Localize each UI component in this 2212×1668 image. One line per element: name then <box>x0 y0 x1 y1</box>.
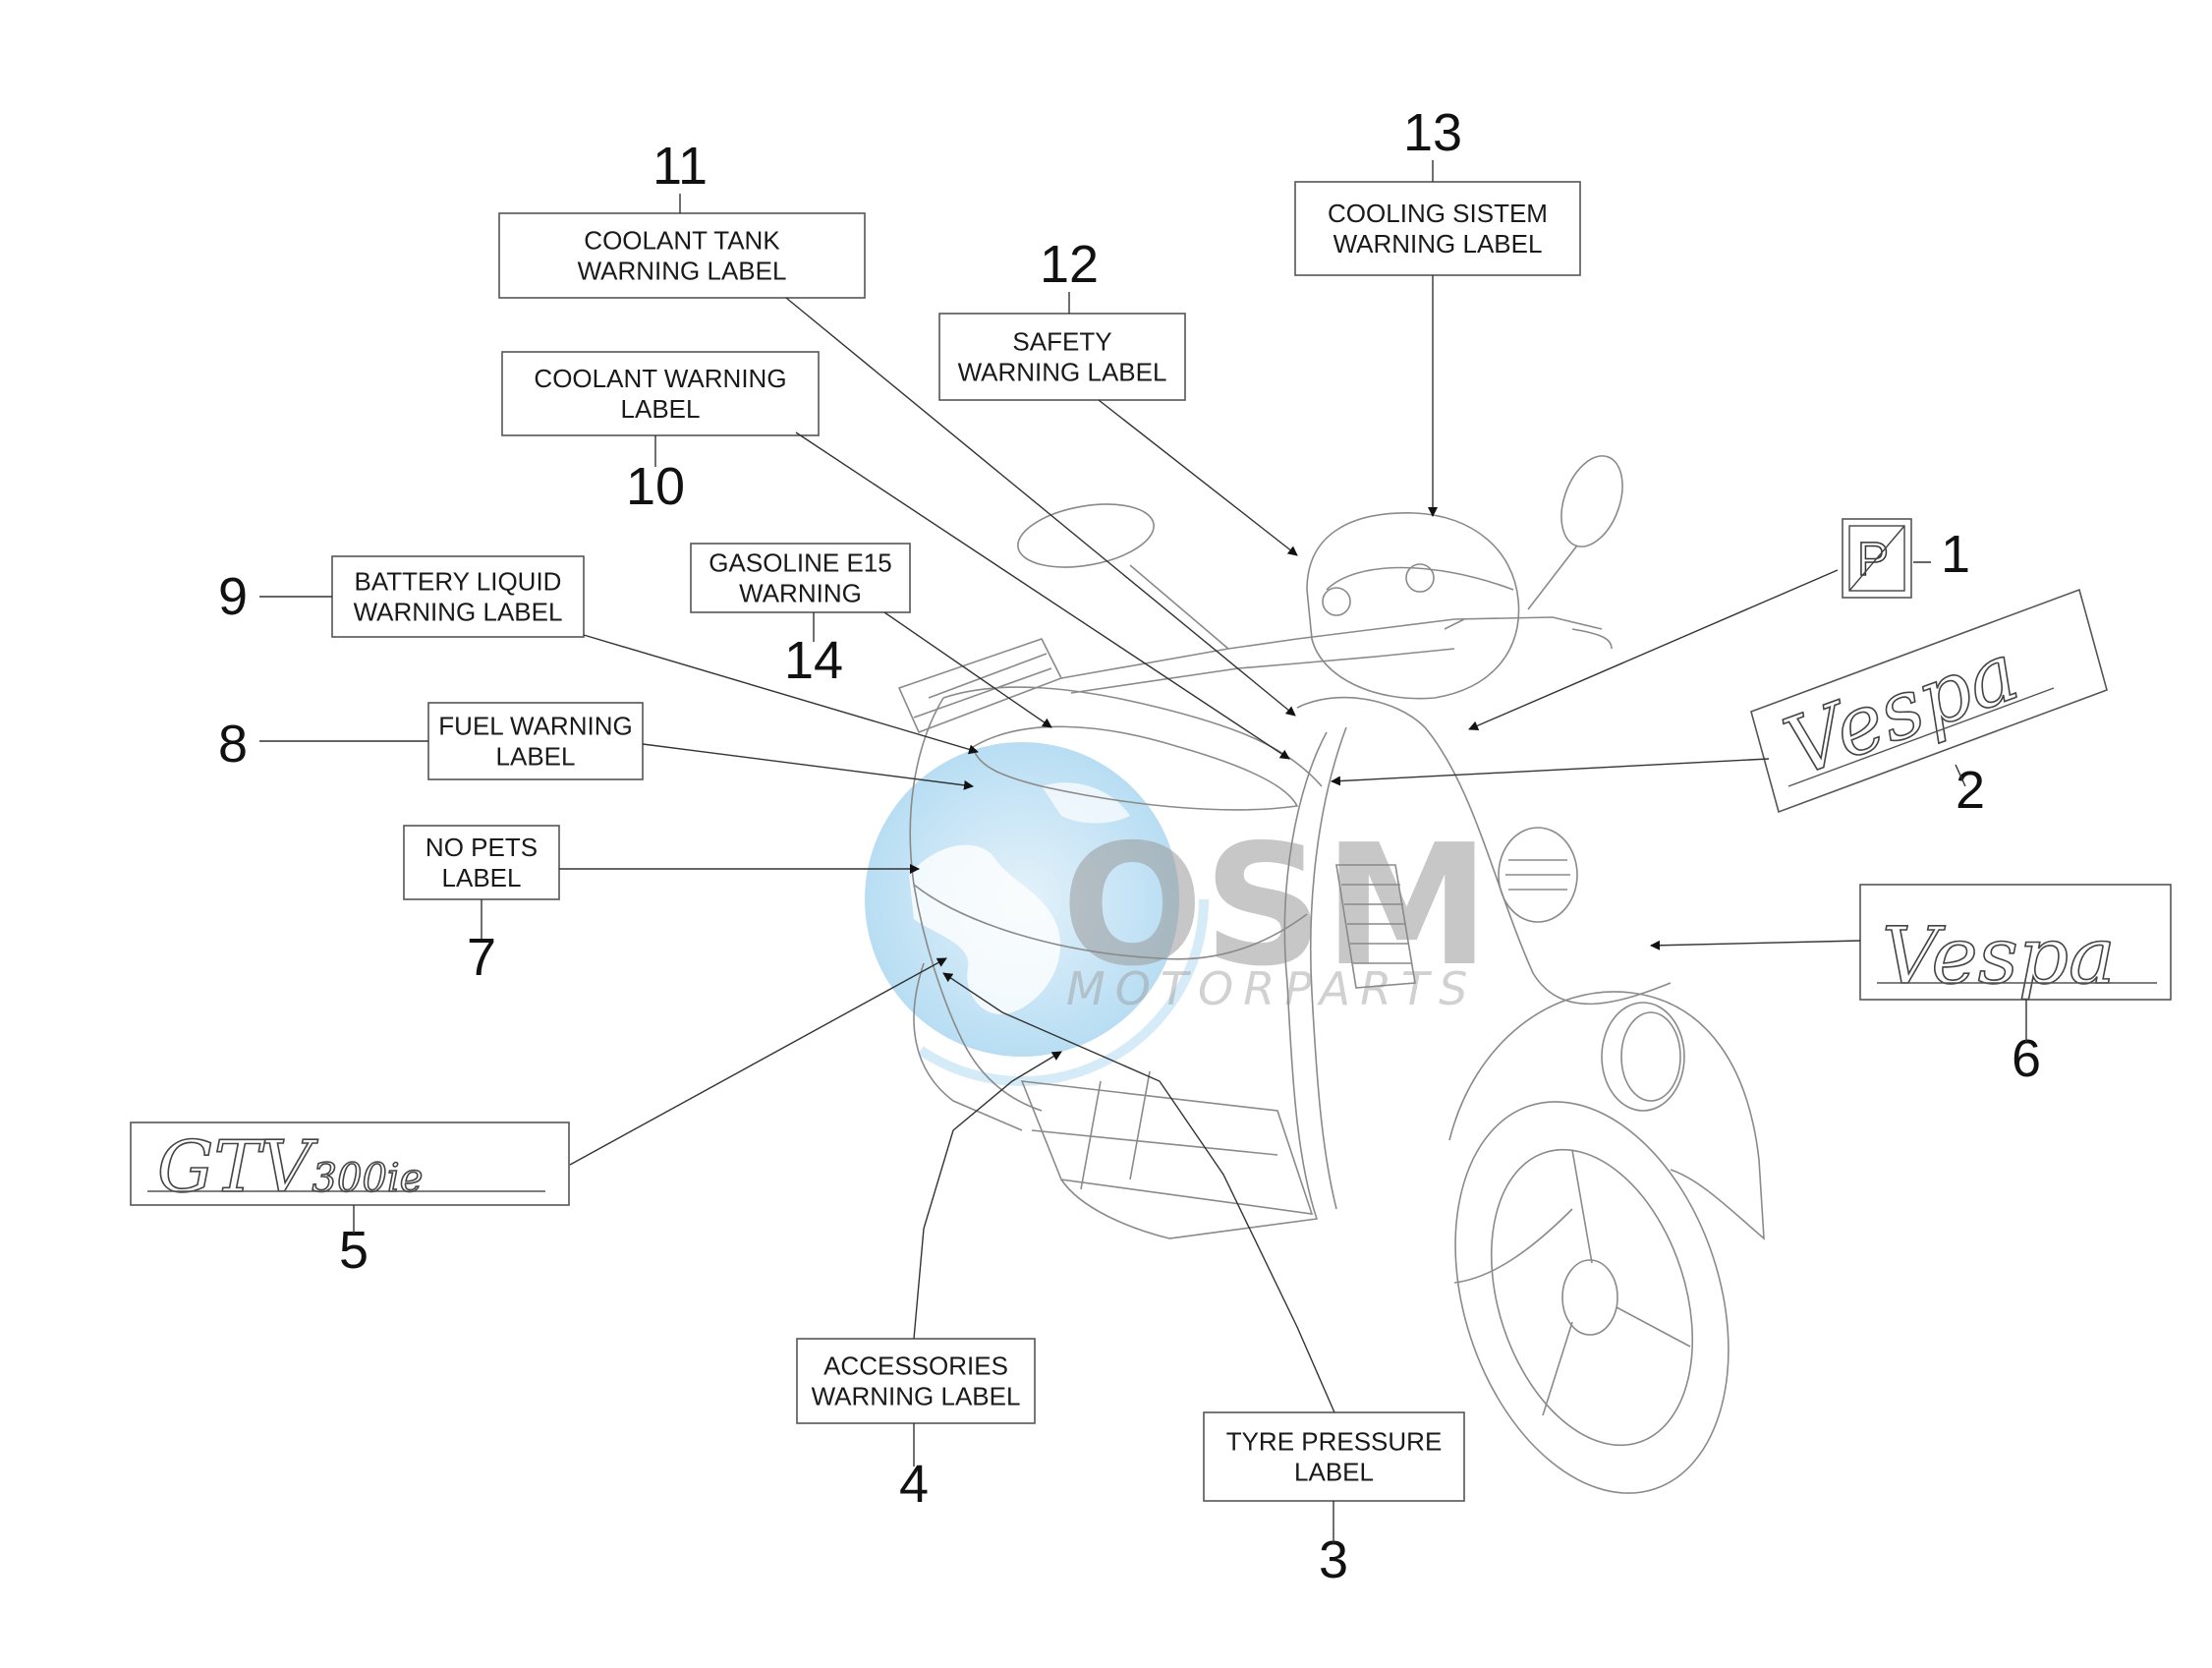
callout-2: 2 <box>1331 758 1985 820</box>
scooter-drawing <box>897 455 1765 1494</box>
svg-text:Vespa: Vespa <box>1882 910 2116 1002</box>
pointer-arrow <box>1098 399 1298 556</box>
label-text: LABEL <box>1294 1458 1374 1487</box>
label-text: ACCESSORIES <box>823 1352 1008 1381</box>
svg-text:OSM: OSM <box>1061 809 1490 1004</box>
pointer-arrow <box>583 634 979 755</box>
label-text: WARNING <box>739 579 862 608</box>
label-text: WARNING LABEL <box>812 1382 1021 1411</box>
label-text: FUEL WARNING <box>438 712 632 741</box>
label-text: WARNING LABEL <box>578 257 787 286</box>
pointer-arrow <box>785 297 1296 717</box>
svg-text:GTV300ie: GTV300ie <box>157 1125 423 1208</box>
piaggio-emblem: P <box>1842 518 1912 599</box>
label-text: LABEL <box>621 394 701 424</box>
callout-number: 8 <box>218 715 248 774</box>
callout-number: 9 <box>218 567 248 626</box>
pointer-arrow <box>913 1051 1062 1340</box>
label-text: WARNING LABEL <box>1333 229 1543 259</box>
pointer-arrow <box>1331 758 1770 786</box>
leader-line <box>1955 764 1966 787</box>
label-box <box>1203 1411 1465 1502</box>
label-box <box>1294 181 1581 276</box>
label-box <box>501 351 820 436</box>
svg-text:MOTORPARTS: MOTORPARTS <box>1066 962 1477 1015</box>
watermark: OSM MOTORPARTS <box>835 713 1490 1086</box>
label-text: COOLANT WARNING <box>534 364 786 393</box>
callout-number: 1 <box>1941 525 1970 584</box>
callout-1: 1 <box>1468 525 1970 731</box>
pointer-arrow <box>795 431 1290 760</box>
label-text: LABEL <box>496 742 576 772</box>
label-text: NO PETS <box>425 833 538 862</box>
label-text: WARNING LABEL <box>354 598 563 627</box>
vespa-emblem: Vespa <box>1859 884 2172 1003</box>
label-text: GASOLINE E15 <box>709 548 891 578</box>
pointer-arrow <box>642 743 974 790</box>
label-text: BATTERY LIQUID <box>355 567 562 597</box>
vespa-emblem-angled: Vespa <box>1750 588 2108 814</box>
label-box <box>331 555 585 638</box>
label-box <box>796 1338 1036 1424</box>
pointer-arrow <box>1650 940 1861 950</box>
label-text: WARNING LABEL <box>958 358 1167 387</box>
svg-text:Vespa: Vespa <box>1773 625 2029 795</box>
label-box <box>938 313 1186 401</box>
callout-number: 13 <box>1403 103 1462 162</box>
callout-number: 2 <box>1956 761 1985 820</box>
callout-5: 5 <box>339 957 947 1280</box>
label-box <box>498 212 866 299</box>
label-text: COOLING SISTEM <box>1328 199 1548 228</box>
callout-number: 11 <box>652 137 708 196</box>
label-box <box>690 543 911 613</box>
pointer-arrow <box>1468 569 1839 731</box>
label-box <box>403 825 560 900</box>
pointer-arrow <box>569 957 947 1166</box>
pointer-arrow <box>942 972 1335 1413</box>
svg-text:P: P <box>1857 534 1889 586</box>
label-text: SAFETY <box>1012 327 1111 357</box>
label-box <box>427 702 644 780</box>
watermark-logo: OSM MOTORPARTS <box>1061 809 1490 1015</box>
gtv-emblem: GTV300ie <box>130 1122 570 1209</box>
callout-6: 6 <box>1650 940 2041 1088</box>
label-text: LABEL <box>442 863 522 892</box>
callout-number: 12 <box>1040 235 1099 294</box>
label-text: COOLANT TANK <box>584 226 780 256</box>
label-text: TYRE PRESSURE <box>1226 1427 1443 1457</box>
pointer-arrow <box>883 611 1052 728</box>
